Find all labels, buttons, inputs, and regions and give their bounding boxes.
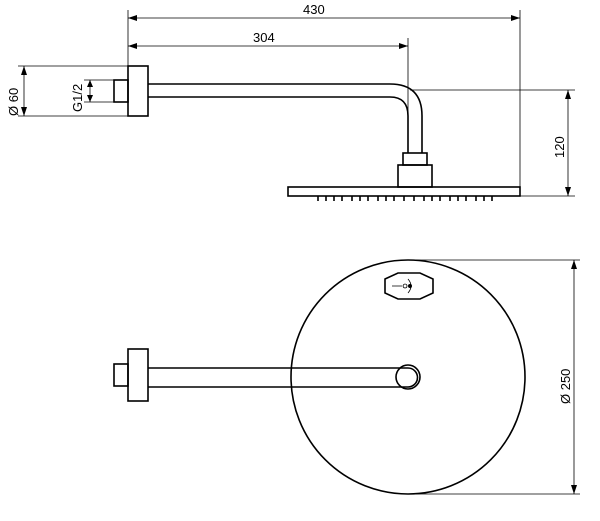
head-connector (397, 164, 433, 188)
nozzles (317, 196, 493, 201)
dimension-label-flange: Ø 60 (6, 88, 21, 116)
shower-arm-top (148, 367, 408, 388)
side-view: 430 304 Ø 60 G1/2 (6, 2, 575, 201)
dimension-arm-length: 304 (128, 30, 409, 153)
wall-flange (127, 65, 149, 117)
shower-arm (148, 83, 423, 153)
wall-flange-top (127, 348, 149, 402)
thread-stub (113, 79, 129, 103)
arm-connector (402, 152, 428, 166)
dimension-thread: G1/2 (70, 79, 114, 112)
dimension-flange-diameter: Ø 60 (6, 65, 128, 117)
arm-end-top (407, 367, 419, 388)
dimension-label-250: Ø 250 (558, 369, 573, 404)
arm-joint-top (395, 364, 421, 390)
dimension-label-120: 120 (552, 136, 567, 158)
shower-head-side (287, 186, 521, 197)
dimension-overall-length: 430 (127, 2, 521, 187)
dimension-label-thread: G1/2 (70, 84, 85, 112)
shower-head-top (290, 259, 526, 495)
logo-badge (384, 272, 434, 300)
top-view: Ø 250 (113, 259, 580, 495)
thread-stub-top (113, 363, 129, 387)
dimension-height: 120 (410, 89, 575, 197)
dimension-label-430: 430 (303, 2, 325, 17)
dimension-label-304: 304 (253, 30, 275, 45)
dimension-head-diameter: Ø 250 (408, 259, 580, 495)
